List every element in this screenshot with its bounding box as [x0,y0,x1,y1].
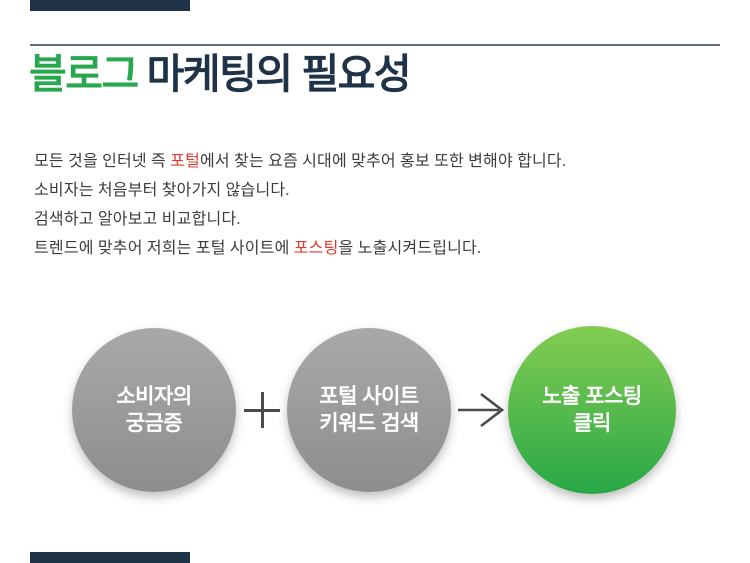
circle-label-line: 노출 포스팅 [542,385,642,408]
body-segment: 검색하고 알아보고 비교합니다. [34,211,241,228]
body-segment: 소비자는 처음부터 찾아가지 않습니다. [34,182,290,199]
body-line-4: 트렌드에 맞추어 저희는 포털 사이트에 포스팅을 노출시켜드립니다. [34,240,714,257]
title-rest: 마케팅의 필요성 [146,51,412,97]
plus-icon [244,392,280,428]
body-segment: 모든 것을 인터넷 즉 [34,153,171,170]
process-diagram: 소비자의 궁금증 포털 사이트 키워드 검색 노출 포스팅 클릭 [0,300,750,520]
title-highlight: 블로그 [29,51,139,97]
body-line-3: 검색하고 알아보고 비교합니다. [34,211,714,228]
diagram-circle-exposed-posting-click: 노출 포스팅 클릭 [508,326,676,494]
circle-label-line: 키워드 검색 [319,412,419,435]
top-accent-bar [30,0,190,11]
circle-label-line: 궁금증 [125,412,183,435]
bottom-accent-bar [30,552,190,563]
right-arrow-icon [458,391,506,429]
header-divider [30,44,720,46]
diagram-circle-consumer-curiosity: 소비자의 궁금증 [72,328,236,492]
circle-label-line: 소비자의 [116,385,192,408]
circle-label-line: 포털 사이트 [319,385,419,408]
body-segment: 을 노출시켜드립니다. [338,240,482,257]
body-segment: 트렌드에 맞추어 저희는 포털 사이트에 [34,240,294,257]
diagram-circle-keyword-search: 포털 사이트 키워드 검색 [287,328,451,492]
body-segment: 에서 찾는 요즘 시대에 맞추어 홍보 또한 변해야 합니다. [200,153,567,170]
intro-paragraph: 모든 것을 인터넷 즉 포털에서 찾는 요즘 시대에 맞추어 홍보 또한 변해야… [34,153,714,269]
circle-label-line: 클릭 [573,412,611,435]
highlight-word-portal: 포털 [170,153,201,170]
body-line-1: 모든 것을 인터넷 즉 포털에서 찾는 요즘 시대에 맞추어 홍보 또한 변해야… [34,153,714,170]
highlight-word-posting: 포스팅 [293,240,339,257]
body-line-2: 소비자는 처음부터 찾아가지 않습니다. [34,182,714,199]
